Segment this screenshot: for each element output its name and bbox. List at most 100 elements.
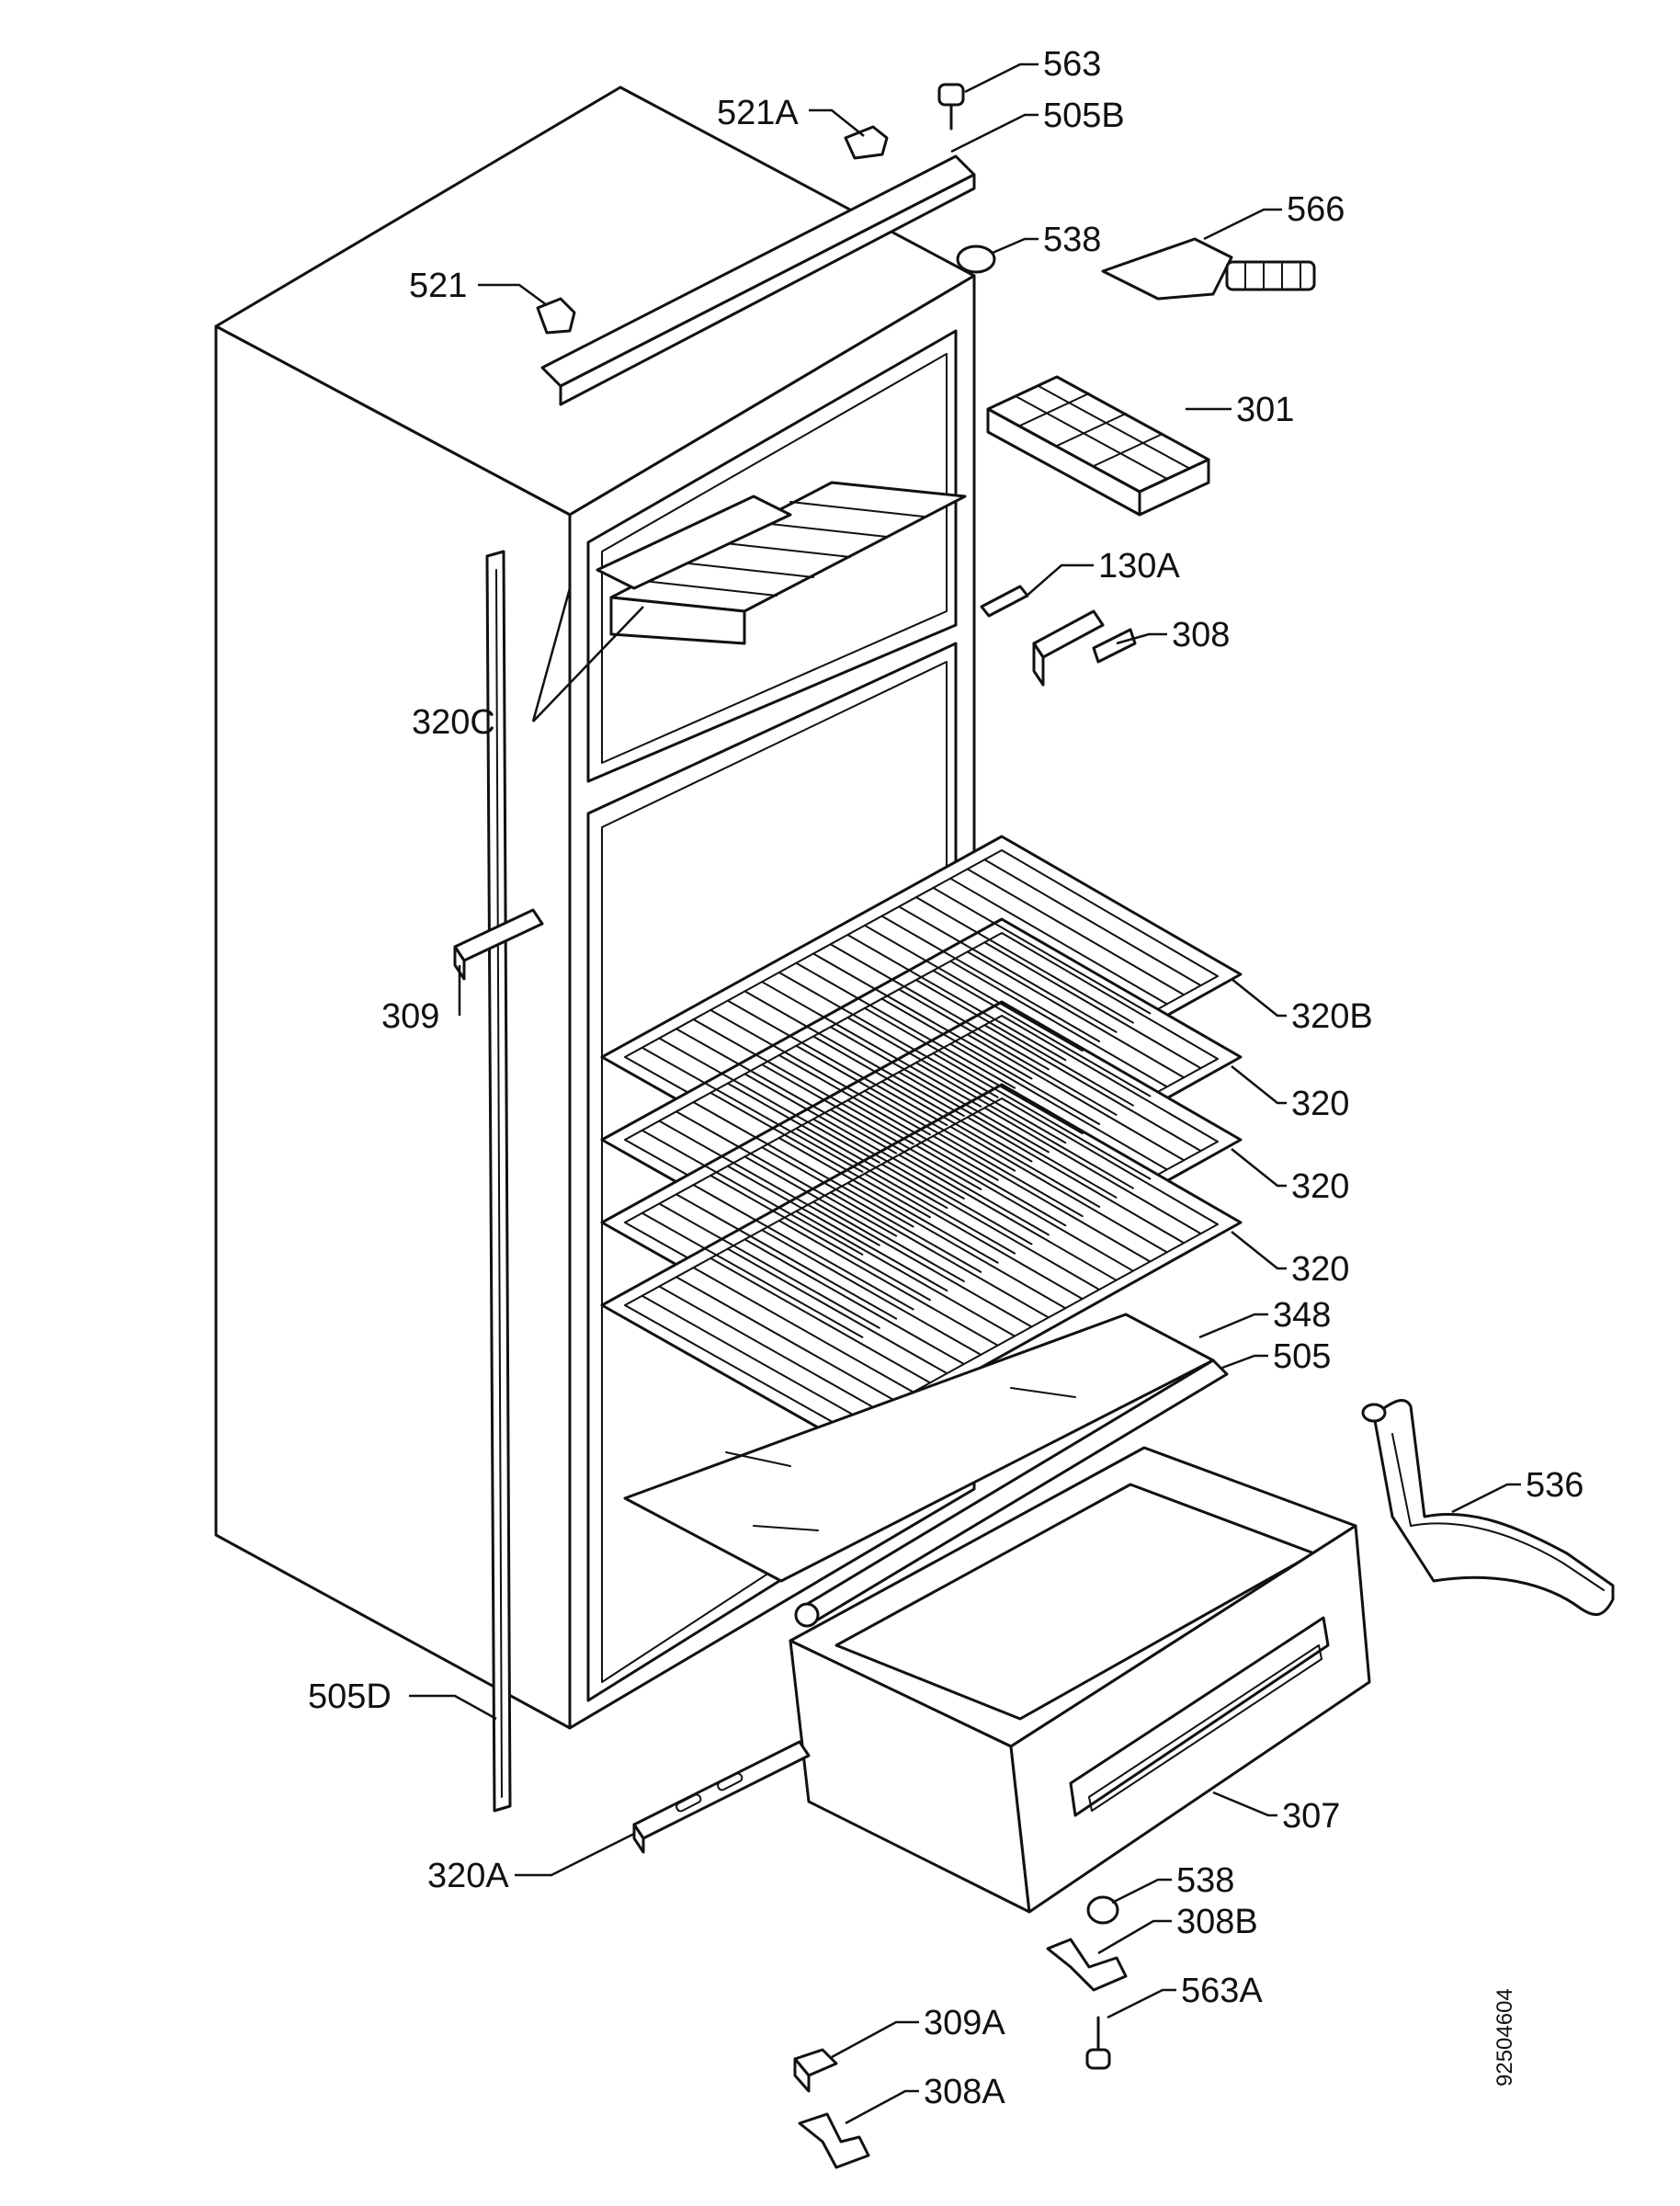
shelf-wire — [692, 1267, 914, 1393]
drawing-reference-number: 92504604 — [1493, 1988, 1517, 2087]
shelf-wire — [744, 1073, 965, 1200]
shelf-wire — [863, 924, 1084, 1052]
label-505: 505 — [1273, 1337, 1331, 1376]
shelf-wire — [983, 941, 1202, 1070]
shelf-wire — [812, 1200, 1033, 1328]
label-505B: 505B — [1043, 97, 1125, 135]
shelf-wire — [726, 1165, 948, 1292]
shelf-wire — [692, 1101, 914, 1228]
shelf-wire — [658, 1037, 880, 1164]
shelf-wire — [880, 997, 1101, 1125]
shelf-wire — [709, 1008, 932, 1136]
shelf-wire — [778, 1053, 999, 1181]
label-320C: 320C — [412, 703, 495, 742]
part-labels: 563 521A 505B 538 566 521 301 130A 308 3… — [308, 45, 1584, 2111]
shelf-wire — [675, 1193, 898, 1320]
label-566: 566 — [1287, 190, 1345, 229]
shelf-wire — [846, 1182, 1067, 1310]
ice-scraper — [1101, 237, 1316, 301]
leader-lines — [409, 63, 1521, 2125]
door-bin — [1361, 1398, 1615, 1617]
label-308A: 308A — [924, 2073, 1005, 2111]
shelf-wire — [863, 1089, 1084, 1218]
shelf-wire — [658, 1285, 880, 1412]
shelf-wire — [846, 1099, 1067, 1227]
shelf-wire — [829, 943, 1050, 1071]
top-trim-bar — [540, 154, 976, 406]
shelf-wire — [863, 1006, 1084, 1135]
shelf-wire — [949, 1042, 1168, 1171]
label-505D: 505D — [308, 1677, 392, 1716]
shelf-wire — [898, 988, 1118, 1116]
door-gasket-strip — [485, 550, 512, 1813]
ice-tray — [986, 375, 1210, 517]
shelf-wire — [829, 1191, 1050, 1319]
hinge-308 — [1032, 609, 1137, 687]
shelf-wire — [898, 1154, 1118, 1281]
shelf-wire — [846, 1017, 1067, 1144]
shelf-wire — [949, 877, 1168, 1006]
shelf-wire — [932, 886, 1152, 1015]
shelf-wire — [983, 1024, 1202, 1153]
hinge-cap-521 — [536, 297, 576, 335]
shelf-rail-320A — [632, 1740, 811, 1854]
bushing-538-top — [956, 244, 996, 274]
shelf-wire — [829, 1109, 1050, 1236]
label-309A: 309A — [924, 2004, 1005, 2042]
shelf-wire — [829, 1026, 1050, 1154]
label-320-2: 320 — [1291, 1167, 1349, 1206]
label-320-3: 320 — [1291, 1250, 1349, 1289]
shelf-wire — [898, 905, 1118, 1033]
label-309: 309 — [381, 997, 439, 1036]
shelf-wire — [932, 969, 1152, 1097]
shelf-wire — [795, 961, 1016, 1089]
crisper-cover-strip — [794, 1359, 1229, 1628]
shelf-wire — [761, 1229, 982, 1356]
shelf-wire — [709, 1091, 932, 1219]
shelf-wire — [761, 1146, 982, 1273]
shelf-wire — [846, 934, 1067, 1062]
shelf-wire — [658, 1120, 880, 1246]
shelf-wire — [641, 1211, 864, 1338]
label-521A: 521A — [717, 94, 799, 132]
label-348: 348 — [1273, 1296, 1331, 1335]
label-130A: 130A — [1098, 547, 1180, 586]
hinge-cap-521A — [844, 125, 889, 160]
shelf-wire — [812, 952, 1033, 1080]
hinge-308A — [798, 2112, 870, 2169]
shelf-wire — [795, 1127, 1016, 1255]
shelf-wire — [641, 1129, 864, 1256]
shelf-wire — [709, 1174, 932, 1302]
shelf-wire — [966, 950, 1186, 1079]
label-320B: 320B — [1291, 997, 1373, 1036]
bushing-538-bottom — [1086, 1895, 1119, 1925]
shelf-wires — [641, 859, 1202, 1421]
label-308: 308 — [1172, 616, 1230, 654]
shelf-wire — [692, 1184, 914, 1311]
label-538-top: 538 — [1043, 221, 1101, 259]
shelf-wire — [641, 1294, 864, 1421]
shelf-wire — [914, 979, 1134, 1107]
shelf-wire — [863, 1172, 1084, 1301]
label-320A: 320A — [427, 1857, 509, 1895]
shelf-wire — [692, 1018, 914, 1145]
shelf-wire — [880, 1163, 1101, 1291]
label-538-bottom: 538 — [1176, 1861, 1234, 1900]
shelf-wire — [880, 1080, 1101, 1208]
door-pin-top — [937, 83, 965, 131]
shelf-wire — [914, 1144, 1134, 1272]
shelf-wire — [761, 981, 982, 1108]
freezer-shelf — [596, 481, 967, 645]
shelf-wire — [675, 1028, 898, 1154]
label-563A: 563A — [1181, 1972, 1263, 2010]
door-pin-563A — [1085, 2016, 1111, 2070]
shelf-wire — [932, 1134, 1152, 1263]
shelf-wire — [761, 1063, 982, 1190]
shelf-wire — [983, 1107, 1202, 1235]
shelf-wire — [949, 1125, 1168, 1254]
shelf-wire — [795, 1044, 1016, 1172]
shelf-wire — [898, 1071, 1118, 1199]
label-301: 301 — [1236, 391, 1294, 429]
shelf-wire — [914, 1062, 1134, 1189]
shelf-wire — [744, 990, 965, 1118]
